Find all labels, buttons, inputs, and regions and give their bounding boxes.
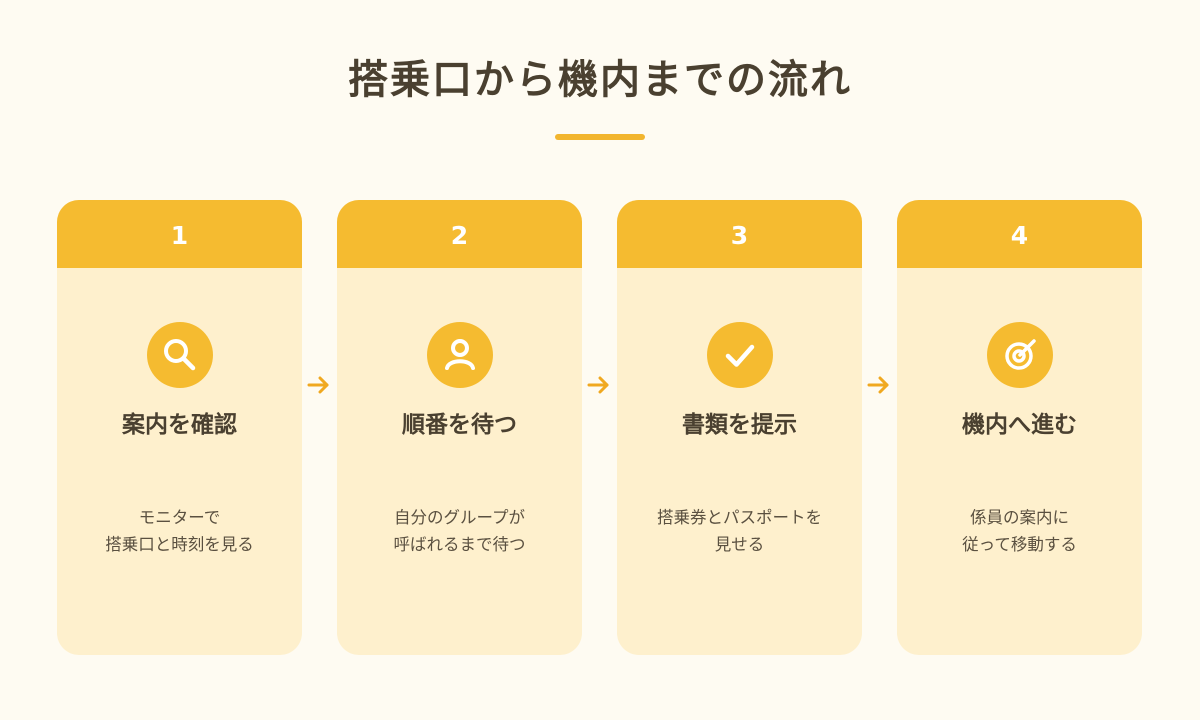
step-desc-line: 搭乗券とパスポートを xyxy=(657,508,822,527)
arrow-right-icon xyxy=(587,376,609,394)
step-number-2: 2 xyxy=(337,200,582,268)
check-icon xyxy=(707,322,773,388)
title-underline xyxy=(555,134,645,140)
step-title-3: 書類を提示 xyxy=(682,412,797,438)
step-desc-line: 係員の案内に xyxy=(970,508,1069,527)
search-icon xyxy=(147,322,213,388)
step-desc-line: 従って移動する xyxy=(962,535,1077,554)
step-desc-4: 係員の案内に 従って移動する xyxy=(907,504,1132,558)
step-desc-line: 自分のグループが xyxy=(393,508,525,527)
step-desc-line: 搭乗口と時刻を見る xyxy=(105,535,254,554)
person-icon xyxy=(427,322,493,388)
step-title-2: 順番を待つ xyxy=(402,412,517,438)
step-card-2: 2 順番を待つ 自分のグループが 呼ばれるまで待つ xyxy=(337,200,582,655)
target-icon xyxy=(987,322,1053,388)
step-number-4: 4 xyxy=(897,200,1142,268)
step-card-3: 3 書類を提示 搭乗券とパスポートを 見せる xyxy=(617,200,862,655)
step-desc-1: モニターで 搭乗口と時刻を見る xyxy=(67,504,292,558)
step-card-1: 1 案内を確認 モニターで 搭乗口と時刻を見る xyxy=(57,200,302,655)
step-desc-line: 見せる xyxy=(714,535,765,554)
step-desc-3: 搭乗券とパスポートを 見せる xyxy=(627,504,852,558)
step-desc-line: 呼ばれるまで待つ xyxy=(393,535,526,554)
step-number-3: 3 xyxy=(617,200,862,268)
step-desc-2: 自分のグループが 呼ばれるまで待つ xyxy=(347,504,572,558)
step-title-4: 機内へ進む xyxy=(962,412,1077,438)
page-title: 搭乗口から機内までの流れ xyxy=(348,57,852,103)
arrow-right-icon xyxy=(307,376,329,394)
arrow-right-icon xyxy=(867,376,889,394)
step-number-1: 1 xyxy=(57,200,302,268)
step-desc-line: モニターで xyxy=(138,508,221,527)
step-card-4: 4 機内へ進む 係員の案内に 従って移動する xyxy=(897,200,1142,655)
step-title-1: 案内を確認 xyxy=(122,412,237,438)
